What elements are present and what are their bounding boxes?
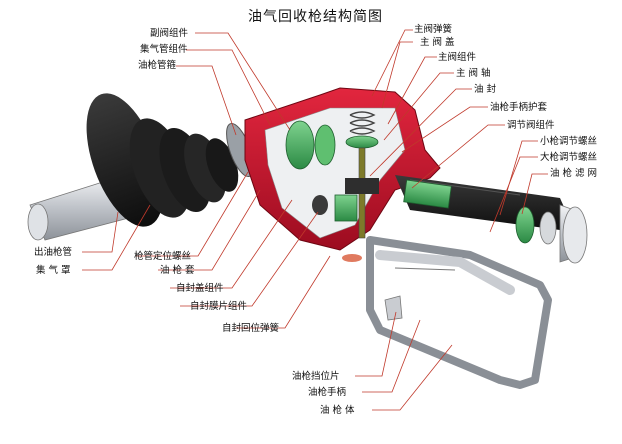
regulator-valve bbox=[403, 179, 557, 245]
seal-parts bbox=[312, 195, 362, 262]
label-seal-membrane: 自封膜片组件 bbox=[190, 301, 248, 312]
label-large-adjust-screw: 大枪调节螺丝 bbox=[540, 152, 598, 163]
label-body: 油 枪 体 bbox=[320, 405, 355, 416]
label-pipe-set-screw: 枪管定位螺丝 bbox=[134, 251, 192, 262]
label-regulator-valve: 调节阀组件 bbox=[507, 120, 555, 131]
label-gun-sleeve: 油 枪 套 bbox=[160, 265, 195, 276]
label-vice-valve: 副阀组件 bbox=[150, 28, 189, 39]
label-main-valve-assy: 主阀组件 bbox=[438, 52, 477, 63]
label-outlet-pipe: 出油枪管 bbox=[34, 247, 73, 258]
label-small-adjust-screw: 小枪调节螺丝 bbox=[540, 136, 598, 147]
label-main-valve-spring: 主阀弹簧 bbox=[414, 24, 453, 35]
spout-end bbox=[559, 204, 588, 264]
label-vapor-pipe: 集气管组件 bbox=[140, 44, 188, 55]
label-filter-net: 油 枪 滤 网 bbox=[550, 168, 598, 179]
label-main-valve-shaft: 主 阀 轴 bbox=[456, 68, 491, 79]
label-seal-return-spring: 自封回位弹簧 bbox=[222, 323, 280, 334]
label-oil-seal: 油 封 bbox=[474, 84, 497, 95]
label-pipe-hoop: 油枪管箍 bbox=[138, 60, 177, 71]
diagram-title: 油气回收枪结构简图 bbox=[248, 9, 383, 25]
label-main-valve-cap: 主 阀 盖 bbox=[420, 37, 455, 48]
main-valve-shaft bbox=[334, 147, 379, 239]
lever-stop bbox=[384, 295, 403, 321]
leader-lines bbox=[82, 29, 548, 411]
label-vapor-cover: 集 气 罩 bbox=[36, 265, 71, 276]
vice-valve-green bbox=[285, 120, 336, 170]
gun-handle bbox=[366, 236, 552, 389]
label-seal-cap: 自封盖组件 bbox=[176, 283, 224, 294]
label-lever-stop: 油枪挡位片 bbox=[292, 371, 340, 382]
label-handle: 油枪手柄 bbox=[308, 387, 347, 398]
label-handle-guard: 油枪手柄护套 bbox=[490, 102, 548, 113]
